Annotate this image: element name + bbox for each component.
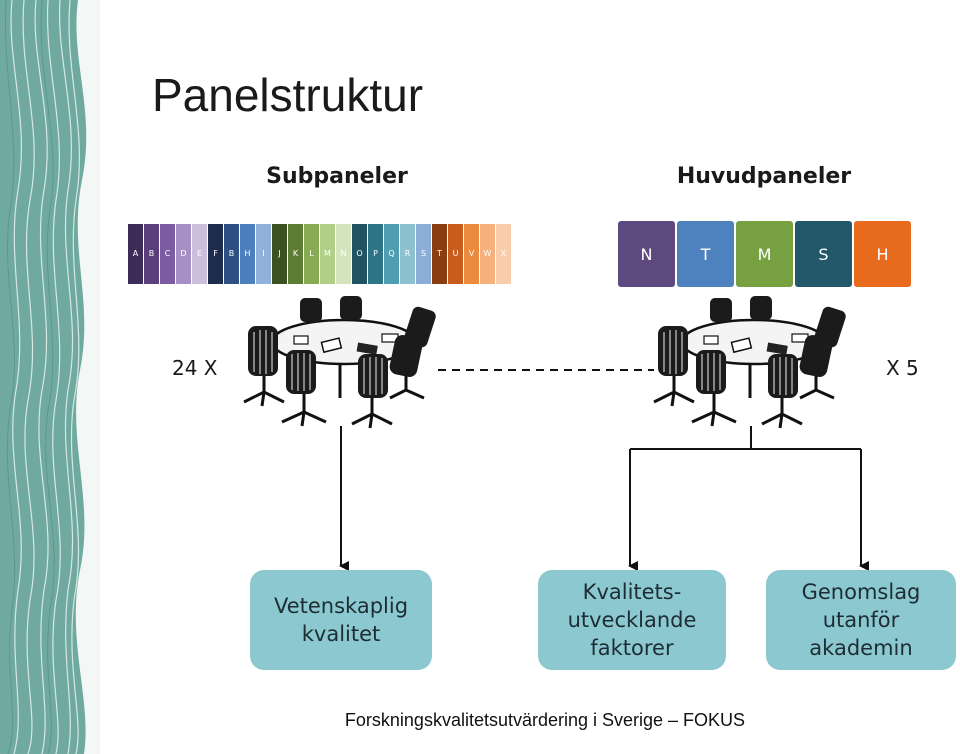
- main-panel-tile: N: [618, 221, 675, 287]
- subpanel-tile: I: [256, 224, 271, 284]
- subpanel-tile: J: [272, 224, 287, 284]
- subpanel-tile: F: [208, 224, 223, 284]
- subpanel-tile: O: [352, 224, 367, 284]
- subpanel-tile: N: [336, 224, 351, 284]
- subpanel-tile: L: [304, 224, 319, 284]
- main-panel-meeting-icon: [652, 294, 849, 430]
- main-panel-tile: H: [854, 221, 911, 287]
- main-panels-heading: Huvudpaneler: [676, 164, 852, 189]
- footer-text: Forskningskvalitetsutvärdering i Sverige…: [344, 710, 746, 730]
- subpanel-tile: K: [288, 224, 303, 284]
- subpanel-meeting-icon: [242, 294, 439, 430]
- subpanel-tile: E: [192, 224, 207, 284]
- subpanel-tile: R: [400, 224, 415, 284]
- outcome-box-quality-factors: Kvalitets- utvecklande faktorer: [538, 570, 726, 670]
- outcome-line: Genomslag: [801, 580, 921, 604]
- page-title: Panelstruktur: [152, 69, 424, 121]
- subpanel-tile: H: [240, 224, 255, 284]
- outcome-line: kvalitet: [301, 622, 381, 646]
- main-panel-tile: M: [736, 221, 793, 287]
- subpanel-tile: Q: [384, 224, 399, 284]
- subpanel-tile: C: [160, 224, 175, 284]
- decorative-wave-strip: [0, 0, 100, 754]
- subpanel-tile: T: [432, 224, 447, 284]
- main-panel-count: X 5: [886, 356, 919, 380]
- outcome-line: akademin: [809, 636, 913, 660]
- subpanel-tile: W: [480, 224, 495, 284]
- outcome-box-impact: Genomslag utanför akademin: [766, 570, 956, 670]
- subpanel-tile: B: [224, 224, 239, 284]
- subpanel-tile: P: [368, 224, 383, 284]
- subpanel-tile: V: [464, 224, 479, 284]
- outcome-box-scientific-quality: Vetenskaplig kvalitet: [250, 570, 432, 670]
- outcome-line: utanför: [822, 608, 900, 632]
- subpanel-count: 24 X: [172, 356, 218, 380]
- subpanel-tile: U: [448, 224, 463, 284]
- subpanel-tile: A: [128, 224, 143, 284]
- subpanel-tile: D: [176, 224, 191, 284]
- subpanel-tile: M: [320, 224, 335, 284]
- outcome-line: faktorer: [590, 636, 674, 660]
- subpanel-tile: S: [416, 224, 431, 284]
- subpanel-tile: B: [144, 224, 159, 284]
- subpanels-heading: Subpaneler: [266, 164, 408, 189]
- subpanel-tile: X: [496, 224, 511, 284]
- outcome-line: Kvalitets-: [582, 580, 682, 604]
- outcome-line: Vetenskaplig: [273, 594, 409, 618]
- outcome-line: utvecklande: [567, 608, 697, 632]
- main-panel-tile: T: [677, 221, 734, 287]
- main-panel-tile: S: [795, 221, 852, 287]
